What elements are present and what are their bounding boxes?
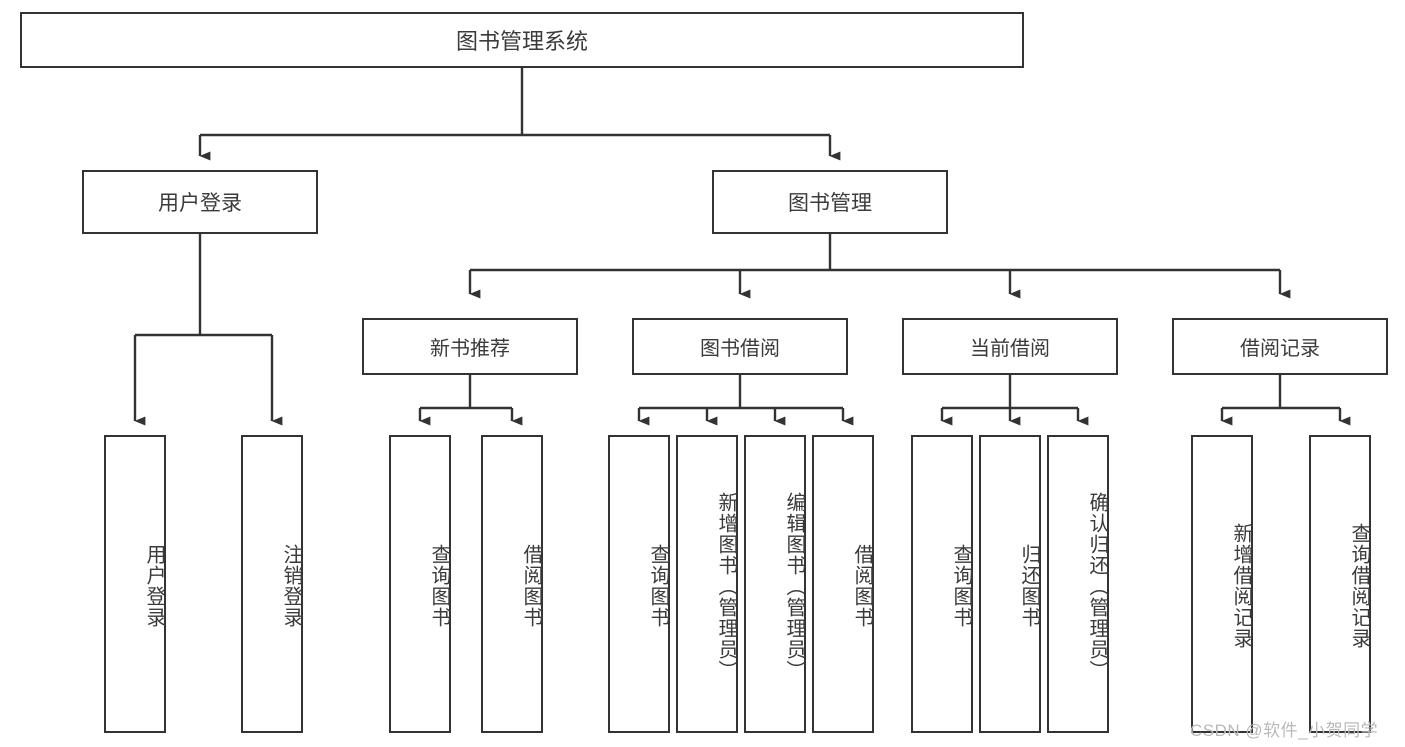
node-user-login[interactable]: 用户登录 (82, 170, 318, 234)
node-label: 查询图书 (428, 544, 450, 628)
leaf-query-book-recommend[interactable]: 查询图书 (389, 435, 451, 733)
leaf-confirm-return[interactable]: 确认归还（管理员） (1047, 435, 1109, 733)
leaf-borrow-book-recommend[interactable]: 借阅图书 (481, 435, 543, 733)
node-label: 图书管理系统 (455, 29, 588, 54)
node-label: 确认归还（管理员） (1086, 491, 1108, 681)
leaf-query-borrow-record[interactable]: 查询借阅记录 (1309, 435, 1371, 733)
leaf-borrow-book[interactable]: 借阅图书 (812, 435, 874, 733)
node-label: 借阅记录 (1240, 338, 1320, 360)
node-label: 用户登录 (158, 192, 242, 215)
leaf-query-book-borrow[interactable]: 查询图书 (608, 435, 670, 733)
csdn-watermark: CSDN @软件_小贺同学 (1190, 721, 1379, 740)
node-label: 当前借阅 (970, 338, 1050, 360)
node-label: 注销登录 (280, 544, 302, 628)
leaf-edit-book[interactable]: 编辑图书（管理员） (744, 435, 806, 733)
node-label: 查询图书 (647, 544, 669, 628)
node-label: 编辑图书（管理员） (783, 491, 805, 681)
node-current-borrow[interactable]: 当前借阅 (902, 318, 1118, 375)
leaf-return-book[interactable]: 归还图书 (979, 435, 1041, 733)
leaf-query-book-current[interactable]: 查询图书 (911, 435, 973, 733)
leaf-add-book[interactable]: 新增图书（管理员） (676, 435, 738, 733)
node-book-borrow[interactable]: 图书借阅 (632, 318, 848, 375)
leaf-logout-login[interactable]: 注销登录 (241, 435, 303, 733)
leaf-add-borrow-record[interactable]: 新增借阅记录 (1191, 435, 1253, 733)
node-label: 新增借阅记录 (1230, 523, 1252, 649)
node-label: 借阅图书 (851, 544, 873, 628)
node-new-book-recommend[interactable]: 新书推荐 (362, 318, 578, 375)
node-label: 查询图书 (950, 544, 972, 628)
node-label: 新书推荐 (430, 338, 510, 360)
node-borrow-record[interactable]: 借阅记录 (1172, 318, 1388, 375)
node-root-system[interactable]: 图书管理系统 (20, 12, 1024, 68)
node-label: 新增图书（管理员） (715, 491, 737, 681)
leaf-user-login[interactable]: 用户登录 (104, 435, 166, 733)
node-label: 用户登录 (143, 544, 165, 628)
node-label: 归还图书 (1018, 544, 1040, 628)
node-book-manage[interactable]: 图书管理 (712, 170, 948, 234)
node-label: 查询借阅记录 (1348, 523, 1370, 649)
node-label: 借阅图书 (520, 544, 542, 628)
node-label: 图书借阅 (700, 338, 780, 360)
node-label: 图书管理 (788, 192, 872, 215)
